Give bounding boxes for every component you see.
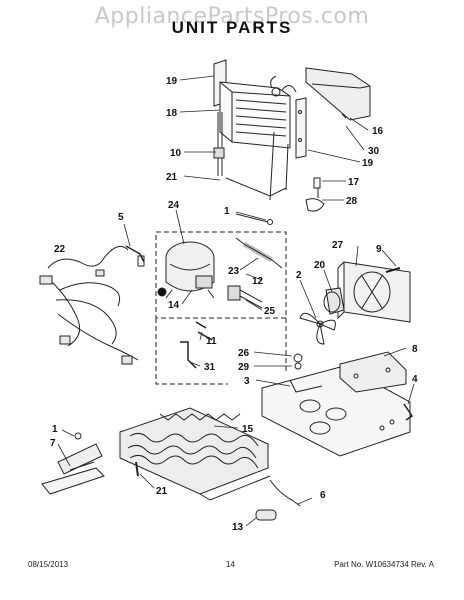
callout-15: 15 xyxy=(242,424,254,435)
callout-10: 10 xyxy=(170,148,182,159)
callout-6: 6 xyxy=(320,490,326,501)
callout-27: 27 xyxy=(332,240,344,251)
evaporator-assembly xyxy=(213,59,297,149)
fan-blade xyxy=(299,312,336,345)
condenser-fan-motor xyxy=(323,287,345,315)
wiring-harness xyxy=(39,245,139,365)
callout-13: 13 xyxy=(232,522,244,533)
callout-12: 12 xyxy=(252,276,264,287)
thermistor-clip xyxy=(305,177,325,212)
callout-1-top: 1 xyxy=(224,206,230,217)
callout-30: 30 xyxy=(368,146,380,157)
callout-29: 29 xyxy=(238,362,250,373)
callout-23: 23 xyxy=(228,266,240,277)
callout-25: 25 xyxy=(264,306,276,317)
callout-26: 26 xyxy=(238,348,250,359)
start-relay xyxy=(227,285,263,309)
callout-labels: 19 18 10 21 16 30 19 17 28 1 24 5 22 23 … xyxy=(50,76,418,533)
callout-31: 31 xyxy=(204,362,216,373)
filter-drier xyxy=(235,237,283,269)
callout-5: 5 xyxy=(118,212,124,223)
callout-22: 22 xyxy=(54,244,66,255)
callout-4: 4 xyxy=(412,374,418,385)
condenser-coil xyxy=(119,407,271,501)
footer-page-number: 14 xyxy=(226,560,235,569)
mounting-bracket xyxy=(339,351,407,393)
callout-24: 24 xyxy=(168,200,180,211)
callout-1-bottom: 1 xyxy=(52,424,58,435)
callout-19-right: 19 xyxy=(362,158,374,169)
callout-17: 17 xyxy=(348,177,360,188)
callout-9: 9 xyxy=(376,244,382,255)
footer-date: 08/15/2013 xyxy=(28,560,69,569)
callout-18: 18 xyxy=(166,108,178,119)
callout-7: 7 xyxy=(50,438,56,449)
callout-2: 2 xyxy=(296,270,302,281)
callout-8: 8 xyxy=(412,344,418,355)
footer-part-number: Part No. W10634734 Rev. A xyxy=(334,560,434,569)
callout-21-top: 21 xyxy=(166,172,178,183)
callout-14: 14 xyxy=(168,300,180,311)
callout-28: 28 xyxy=(346,196,358,207)
callout-3: 3 xyxy=(244,376,250,387)
callout-16: 16 xyxy=(372,126,384,137)
drain-tube xyxy=(213,112,289,201)
callout-20: 20 xyxy=(314,260,326,271)
callout-11: 11 xyxy=(206,336,217,347)
callout-19-top: 19 xyxy=(166,76,178,87)
callout-21-bottom: 21 xyxy=(156,486,168,497)
compressor xyxy=(157,241,215,299)
fan-shroud xyxy=(337,261,411,323)
evaporator-bracket xyxy=(41,432,105,495)
fan-housing xyxy=(295,67,371,159)
diagram-title: UNIT PARTS xyxy=(171,18,293,37)
